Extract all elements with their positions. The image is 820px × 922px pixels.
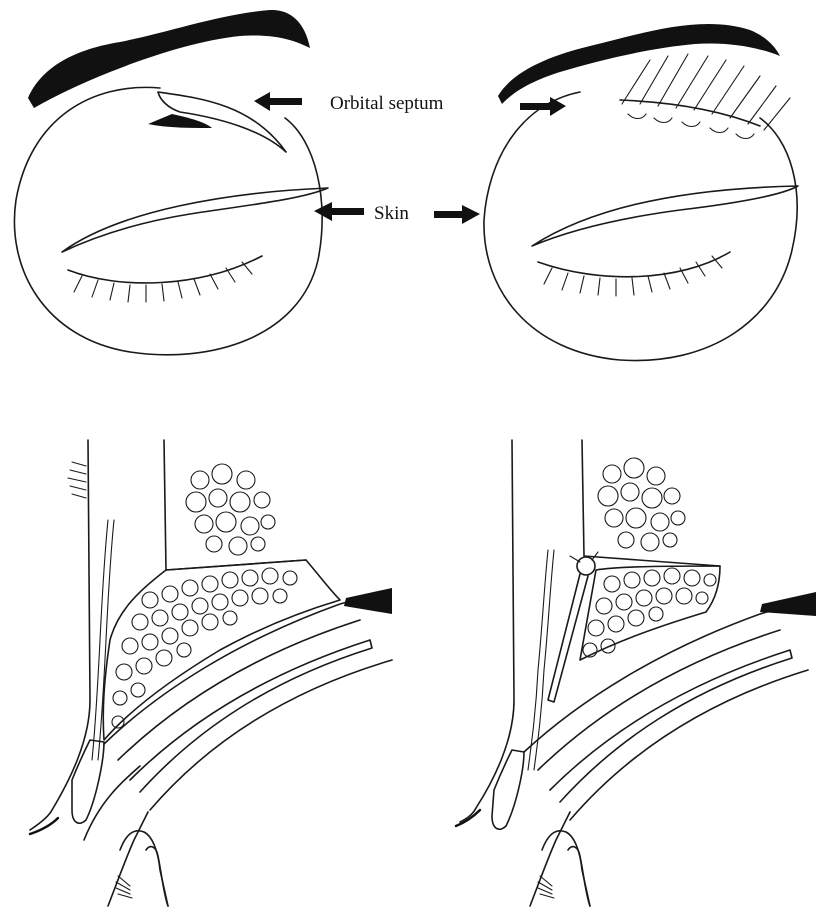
eyelid-crease-right [538,252,730,277]
tarsus-right [492,750,524,829]
front-view-right [484,24,798,360]
annotations: Orbital septum Skin [254,92,566,224]
eye-structure-2-left [108,812,148,906]
globe-curve-2-right [550,650,792,802]
orbital-roof-right [582,440,720,566]
cross-section-right [456,440,816,906]
globe-curve-1-right [538,630,780,770]
eyebrow-right [498,24,780,104]
orbital-fat-lobules-right [583,568,716,657]
label-skin: Skin [374,203,409,224]
label-orbital-septum: Orbital septum [330,93,444,114]
skin-contour-right [460,440,514,822]
eye-structure-2-right [530,812,570,906]
eyeball-outline-right [484,92,797,361]
lacrimal-gland-right [598,458,685,551]
lash-tuft-right-icon [760,592,816,616]
arrow-septum-left-icon [254,92,302,111]
arrow-septum-right-icon [520,97,566,116]
skin-contour-left [30,440,90,830]
orbital-roof-left [164,440,306,570]
skin-incision-right [532,186,798,246]
lacrimal-gland-left [186,464,275,555]
globe-curve-3-left [150,660,392,810]
globe-curve-2-left [130,640,372,792]
eyeball-outline-left [14,87,322,354]
brow-hatch-left [68,462,86,498]
levator-left [104,598,384,744]
lash-tuft-left-icon [344,588,392,614]
septum-sutures-right [622,54,790,139]
cross-section-left [30,440,392,906]
skin-incision-left [62,188,328,252]
front-view-left [14,10,328,355]
septum-suture-line-right [620,100,760,126]
globe-curve-1-left [118,620,360,760]
orbicularis-chain-right-2 [534,550,554,770]
arrow-skin-right-icon [434,205,480,224]
globe-curve-3-right [570,670,808,820]
septum-reattached-right [548,574,588,702]
